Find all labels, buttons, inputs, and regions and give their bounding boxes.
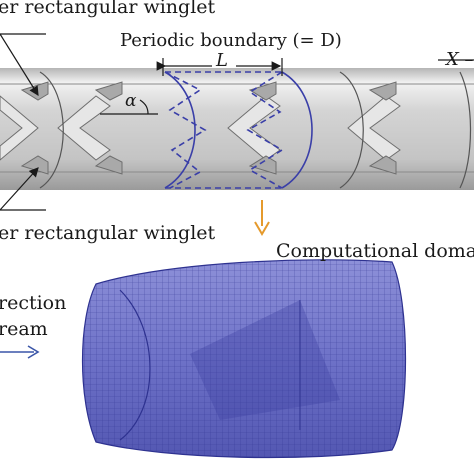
computational-domain-label: Computational domai [276, 240, 474, 262]
down-arrow-icon [254, 200, 270, 236]
flow-direction-label-line1: rection [0, 292, 67, 314]
flow-direction-label-line2: ream [0, 318, 48, 340]
winglet-row [0, 95, 401, 161]
lower-winglet-label: er rectangular winglet [0, 222, 216, 244]
periodic-boundary-curves [164, 71, 313, 189]
upper-winglet-label: er rectangular winglet [0, 0, 216, 18]
axis-label: X – [446, 49, 474, 70]
computational-domain-mesh [81, 259, 407, 459]
length-dimension [156, 58, 283, 76]
periodic-boundary-label: Periodic boundary (= D) [120, 30, 342, 51]
angle-indicator [100, 99, 158, 115]
angle-label: α [125, 91, 137, 111]
flow-arrow-icon [0, 345, 40, 359]
length-label: L [216, 50, 228, 71]
